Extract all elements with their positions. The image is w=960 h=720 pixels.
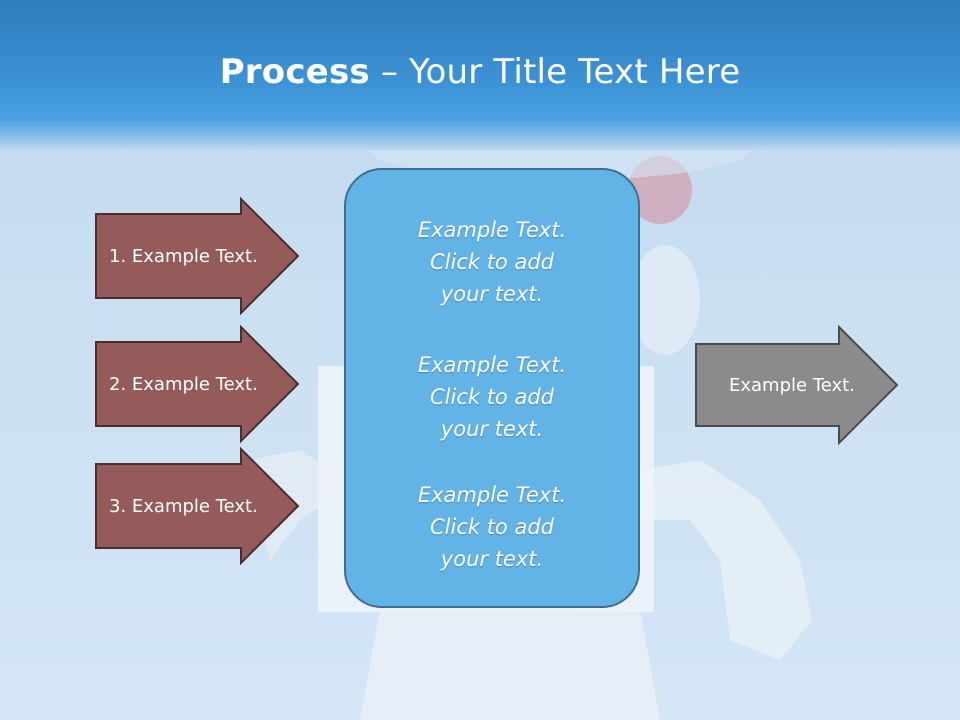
- process-step-2-label: 2. Example Text.: [109, 373, 258, 395]
- result-arrow-label: Example Text.: [729, 374, 855, 396]
- result-arrow[interactable]: Example Text.: [695, 324, 899, 446]
- center-text-line: your text.: [440, 417, 544, 441]
- title-rest-part: – Your Title Text Here: [369, 52, 741, 92]
- center-text-line: your text.: [440, 282, 544, 306]
- center-text-box[interactable]: Example Text. Click to add your text. Ex…: [344, 168, 640, 608]
- arrow-shape-icon: [95, 324, 300, 444]
- arrow-shape-icon: [95, 196, 300, 316]
- process-step-1-arrow[interactable]: 1. Example Text.: [95, 196, 300, 316]
- arrow-shape-icon: [95, 446, 300, 566]
- center-text-line: Click to add: [429, 385, 554, 409]
- slide-title[interactable]: Process – Your Title Text Here: [0, 52, 960, 92]
- title-bold-part: Process: [219, 52, 370, 92]
- process-step-2-arrow[interactable]: 2. Example Text.: [95, 324, 300, 444]
- center-text-line: Example Text.: [417, 218, 567, 242]
- center-text-line: Click to add: [429, 250, 554, 274]
- arrow-shape-icon: [695, 324, 899, 446]
- center-text-block-2[interactable]: Example Text. Click to add your text.: [346, 349, 638, 445]
- center-text-line: your text.: [440, 547, 544, 571]
- center-text-line: Example Text.: [417, 483, 567, 507]
- center-text-line: Example Text.: [417, 353, 567, 377]
- process-step-3-label: 3. Example Text.: [109, 495, 258, 517]
- center-text-block-3[interactable]: Example Text. Click to add your text.: [346, 479, 638, 575]
- process-step-3-arrow[interactable]: 3. Example Text.: [95, 446, 300, 566]
- center-text-line: Click to add: [429, 515, 554, 539]
- process-step-1-label: 1. Example Text.: [109, 245, 258, 267]
- title-bar: [0, 0, 960, 150]
- center-text-block-1[interactable]: Example Text. Click to add your text.: [346, 214, 638, 310]
